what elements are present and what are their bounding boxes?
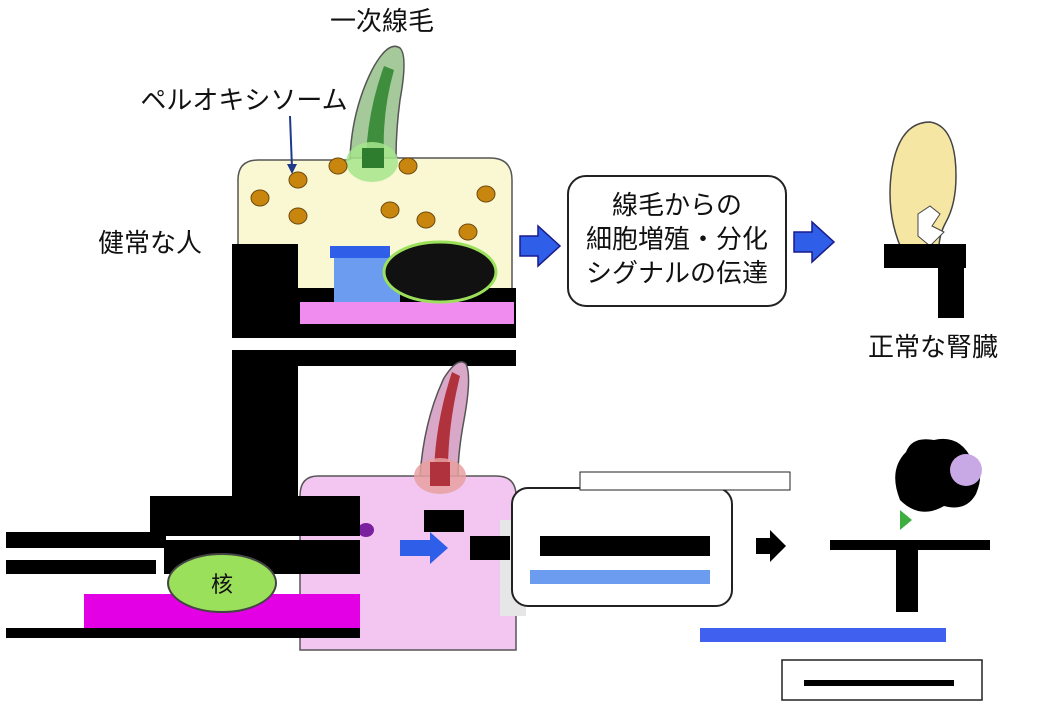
glitch-block: [232, 350, 516, 366]
nucleus-label-patient: 核: [211, 573, 233, 598]
patient-panel-glitch: 核: [6, 350, 990, 701]
basal-body: [362, 148, 384, 168]
glitch-block: [540, 536, 710, 556]
nucleus-label: 核: [429, 262, 451, 287]
glitch-block: [470, 536, 510, 560]
cyst: [950, 454, 982, 486]
glitch-block: [150, 496, 360, 536]
healthy-person-label: 健常な人: [98, 229, 202, 259]
glitch-block: [424, 510, 464, 532]
peroxisome-dot: [288, 171, 308, 189]
basal-body-red: [430, 462, 450, 486]
axoneme-healthy: [366, 66, 394, 156]
glitch-green: [900, 510, 912, 530]
healthy-cell: 核: [232, 45, 516, 338]
glitch-block: [330, 246, 390, 258]
peroxisome-dot: [328, 157, 348, 175]
primary-cilium-label: 一次線毛: [330, 7, 434, 37]
glitch-block: [896, 550, 918, 612]
nucleus-patient: [167, 553, 277, 613]
peroxisome-dot: [476, 185, 496, 203]
peroxisome-dot: [250, 189, 270, 207]
normal-kidney-label: 正常な腎臓: [868, 333, 998, 363]
glitch-block: [830, 540, 990, 550]
peroxisome-label: ペルオキシソーム: [140, 86, 347, 116]
glitch-block: [6, 628, 360, 638]
signal-box-line3: シグナルの伝達: [586, 259, 768, 289]
peroxisomes: [250, 157, 496, 241]
signal-box: [567, 175, 787, 307]
signal-box-line2: 細胞増殖・分化: [586, 225, 768, 255]
right-arrow-icon: [519, 224, 562, 268]
peroxisome-dot: [288, 207, 308, 225]
peroxisome-pointer: [289, 115, 293, 169]
glitch-block: [530, 570, 710, 584]
signal-box-line1: 線毛からの: [612, 191, 742, 221]
glitch-block: [804, 680, 954, 686]
peroxisome-pointer-head: [287, 164, 297, 174]
glitch-arrow: [756, 530, 786, 562]
glitch-block: [700, 628, 946, 642]
peroxisome-dot: [458, 223, 478, 241]
glitch-block: [232, 350, 298, 506]
glitch-block: [579, 471, 791, 491]
glitch-block: [232, 244, 298, 338]
right-arrow-icon: [793, 220, 836, 264]
peroxisome-dot: [398, 157, 418, 175]
kidney-icon: [884, 121, 966, 318]
glitch-block: [6, 560, 156, 574]
peroxisome-dot: [380, 201, 400, 219]
glitch-block: [6, 532, 166, 548]
peroxisome-purple: [358, 523, 374, 537]
glitch-arrow: [400, 532, 448, 564]
peroxisome-dot: [416, 211, 436, 229]
glitch-block: [300, 302, 514, 324]
nucleus-healthy: [382, 240, 498, 304]
axoneme-patient: [434, 372, 460, 470]
